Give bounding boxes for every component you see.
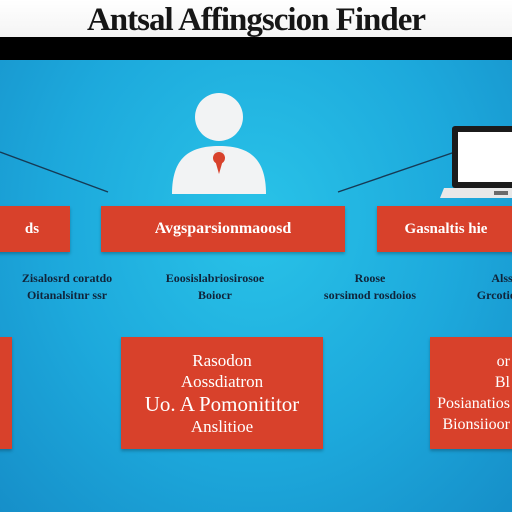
middle-label-1-line-1: Zisalosrd coratdo [21, 271, 113, 285]
bottom-box-left [0, 337, 12, 449]
middle-label-1: Zisalosrd coratdo Oitanalsitnr ssr [6, 270, 128, 304]
connector-line-right [337, 151, 456, 193]
middle-label-2-line-2: Boiocr [198, 288, 232, 302]
middle-label-4-line-1: Alss [491, 271, 512, 285]
middle-label-3: Roose sorsimod rosdoios [305, 270, 435, 304]
connector-line-left [0, 151, 109, 193]
bottom-box-center-line-3: Uo. A Pomonititor [144, 391, 300, 416]
top-box-center-text: Avgsparsionmaoosd [154, 220, 292, 237]
bottom-box-right-line-4: Bionsiioor [442, 416, 510, 433]
top-box-left-text: ds [24, 220, 40, 237]
bottom-box-center-line-4: Anslitioe [190, 416, 254, 436]
bottom-box-center: Rasodon Aossdiatron Uo. A Pomonititor An… [121, 337, 323, 449]
title-bar: Antsal Affingscion Finder [0, 0, 512, 60]
middle-label-2: Eoosislabriosirosoe Boiocr [150, 270, 280, 304]
bottom-box-right-line-1: or [496, 353, 510, 370]
middle-label-3-line-1: Roose [354, 271, 386, 285]
middle-label-4-line-2: Grcotioor [476, 288, 512, 302]
top-box-left: ds [0, 206, 70, 252]
connector-lines [0, 151, 456, 193]
top-box-center: Avgsparsionmaoosd [101, 206, 345, 252]
bottom-box-right-line-2: Bl [494, 374, 510, 391]
page-title: Antsal Affingscion Finder [86, 2, 426, 38]
bottom-box-right: or Bl Posianatios Bionsiioor [430, 337, 512, 449]
bottom-box-center-line-2: Aossdiatron [180, 371, 264, 391]
middle-label-2-line-1: Eoosislabriosirosoe [165, 271, 265, 285]
laptop-icon [440, 126, 512, 198]
middle-label-3-line-2: sorsimod rosdoios [323, 288, 417, 302]
top-box-right-text: Gasnaltis hie [404, 220, 488, 237]
bottom-box-center-line-1: Rasodon [192, 350, 252, 370]
middle-label-4: Alss Grcotioor [462, 270, 512, 304]
top-box-right: Gasnaltis hie [377, 206, 512, 252]
diagram-canvas: ds Avgsparsionmaoosd Gasnaltis hie Zisal… [0, 60, 512, 512]
person-icon [172, 93, 266, 194]
bottom-box-right-line-3: Posianatios [437, 395, 510, 412]
middle-label-1-line-2: Oitanalsitnr ssr [26, 288, 108, 302]
